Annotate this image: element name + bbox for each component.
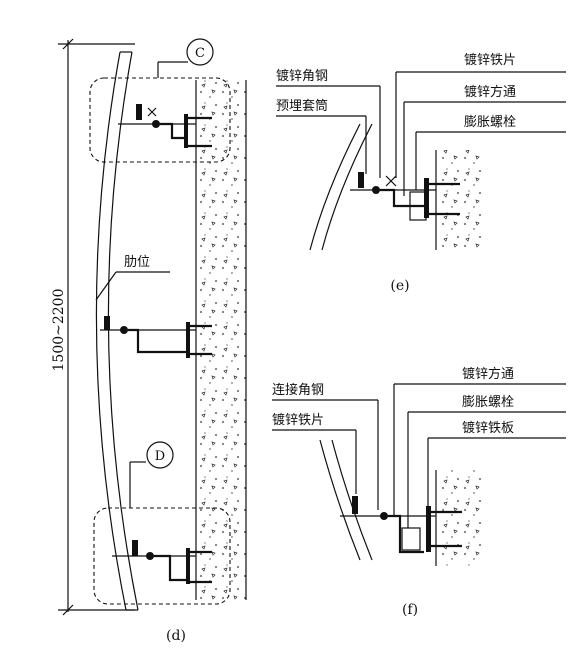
callout-f-angle: 连接角钢 <box>272 382 379 510</box>
svg-text:膨胀螺栓: 膨胀螺栓 <box>462 395 514 410</box>
svg-text:膨胀螺栓: 膨胀螺栓 <box>464 115 516 130</box>
view-f: 连接角钢 镀锌铁片 镀锌方通 膨胀螺栓 镀锌铁板 (f) <box>272 366 566 618</box>
view-e: 镀锌角钢 预埋套筒 镀锌铁片 镀锌方通 膨胀螺栓 (e) <box>276 52 566 294</box>
caption-e: (e) <box>390 278 409 294</box>
detail-box-d <box>93 507 231 605</box>
callout-f-sheet: 镀锌铁片 <box>272 412 357 494</box>
dimension-line <box>58 38 135 616</box>
callout-e-angle: 镀锌角钢 <box>276 68 381 178</box>
callout-e-tube: 镀锌方通 <box>403 84 566 196</box>
dimension-text: 1500~2200 <box>51 289 67 372</box>
svg-text:镀锌铁片: 镀锌铁片 <box>272 412 324 428</box>
caption-f: (f) <box>402 602 418 618</box>
svg-text:镀锌角钢: 镀锌角钢 <box>276 68 328 84</box>
marker-d: D <box>129 441 174 508</box>
bracket-top <box>118 104 212 148</box>
svg-text:镀锌铁片: 镀锌铁片 <box>464 52 516 68</box>
callout-f-tube: 镀锌方通 <box>393 366 566 516</box>
marker-c: C <box>157 38 214 78</box>
bracket-bottom <box>112 540 212 584</box>
svg-text:肋位: 肋位 <box>124 255 150 270</box>
callout-e-bolt: 膨胀螺栓 <box>415 115 566 190</box>
concrete-wall <box>195 80 247 600</box>
view-d: 1500~2200 <box>51 38 247 644</box>
svg-text:C: C <box>195 46 205 61</box>
callout-f-plate: 镀锌铁板 <box>427 420 566 506</box>
rib-callout: 肋位 <box>95 255 170 301</box>
cladding-panel <box>95 51 127 611</box>
svg-text:镀锌方通: 镀锌方通 <box>464 84 516 100</box>
svg-text:镀锌方通: 镀锌方通 <box>462 366 514 382</box>
callout-f-bolt: 膨胀螺栓 <box>407 395 566 528</box>
caption-d: (d) <box>166 628 186 644</box>
callout-e-sleeve: 预埋套筒 <box>276 98 367 174</box>
svg-text:镀锌铁板: 镀锌铁板 <box>462 420 514 436</box>
callout-e-sheet: 镀锌铁片 <box>395 52 566 178</box>
bracket-middle <box>100 316 212 358</box>
svg-text:预埋套筒: 预埋套筒 <box>276 98 328 114</box>
detail-box-c <box>89 77 231 163</box>
svg-text:D: D <box>155 449 165 464</box>
svg-text:连接角钢: 连接角钢 <box>272 382 324 398</box>
